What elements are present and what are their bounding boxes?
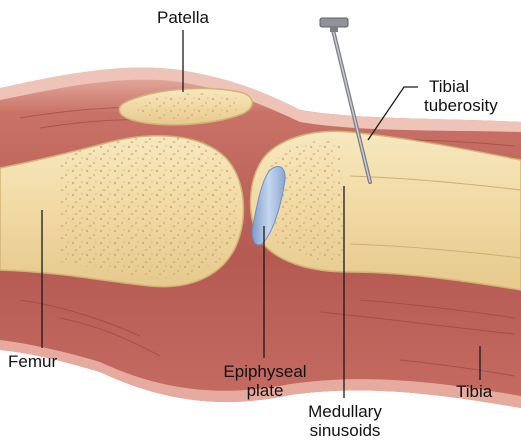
- label-tibia: Tibia: [456, 382, 492, 401]
- label-medullary-sinusoids-line2: sinusoids: [292, 421, 398, 440]
- label-tibial-tuberosity-line1: Tibial: [424, 77, 519, 96]
- label-epiphyseal-plate-line2: plate: [210, 381, 320, 400]
- label-medullary-sinusoids: Medullary sinusoids: [292, 402, 398, 440]
- label-tibial-tuberosity: Tibial tuberosity: [424, 77, 519, 115]
- label-medullary-sinusoids-line1: Medullary: [292, 402, 398, 421]
- label-epiphyseal-plate-line1: Epiphyseal: [210, 362, 320, 381]
- label-femur: Femur: [8, 352, 57, 371]
- femur-spongy-texture: [60, 137, 238, 278]
- label-epiphyseal-plate: Epiphyseal plate: [210, 362, 320, 400]
- label-tibial-tuberosity-line2: tuberosity: [424, 96, 519, 115]
- label-patella: Patella: [143, 8, 223, 27]
